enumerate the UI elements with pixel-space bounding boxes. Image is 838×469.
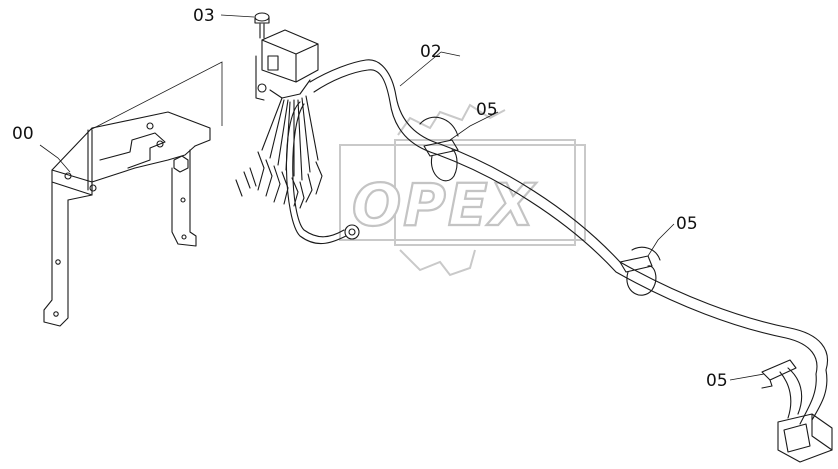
clamps bbox=[419, 116, 797, 389]
watermark-text: OPEX bbox=[352, 171, 537, 239]
screw-and-connector bbox=[254, 12, 319, 101]
watermark: OPEX bbox=[339, 103, 586, 277]
callout-02: 02 bbox=[420, 42, 442, 62]
leader-lines bbox=[39, 14, 765, 381]
callout-00: 00 bbox=[12, 124, 34, 144]
callout-03: 03 bbox=[193, 6, 215, 26]
bracket-assembly bbox=[43, 61, 223, 327]
callout-05-upper: 05 bbox=[476, 100, 498, 120]
callout-05-middle: 05 bbox=[676, 214, 698, 234]
wire-harness bbox=[285, 59, 833, 463]
callout-05-lower: 05 bbox=[706, 371, 728, 391]
callout-labels: 00 02 03 05 05 05 bbox=[12, 6, 728, 391]
terminal-leads bbox=[235, 95, 323, 209]
